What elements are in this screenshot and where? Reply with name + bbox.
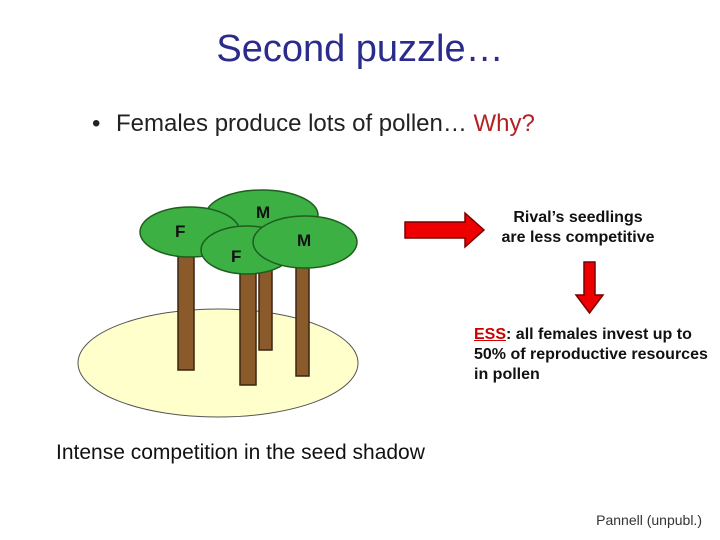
down-arrow-icon [574, 261, 605, 315]
ess-text: : all females invest up to 50% of reprod… [474, 326, 708, 383]
slide-title: Second puzzle… [216, 28, 504, 70]
rival-line-2: are less competitive [501, 229, 655, 246]
trunk-female-center [239, 259, 257, 386]
citation-credit: Pannell (unpubl.) [596, 512, 702, 528]
bullet-point: • Females produce lots of pollen… Why? [92, 110, 535, 138]
rival-line-1: Rival’s seedlings [513, 209, 643, 226]
trunk-male-right [295, 261, 310, 377]
seed-shadow [77, 308, 359, 418]
seed-shadow-caption: Intense competition in the seed shadow [56, 441, 425, 464]
plant-label: F [175, 222, 185, 241]
bullet-marker: • [92, 110, 101, 137]
plant-label: M [256, 203, 270, 222]
plant-label: M [297, 231, 311, 250]
bullet-text: Females produce lots of pollen… [116, 110, 474, 137]
ess-term: ESS [474, 326, 507, 343]
ess-statement: ESS: all females invest up to 50% of rep… [474, 325, 714, 385]
plant-label: F [231, 247, 241, 266]
rival-seedlings-text: Rival’s seedlings are less competitive [478, 208, 678, 248]
canopy-male-right [252, 215, 358, 269]
right-arrow-icon [404, 211, 486, 249]
bullet-emphasis: Why? [473, 110, 535, 137]
trunk-female-left [177, 244, 195, 371]
